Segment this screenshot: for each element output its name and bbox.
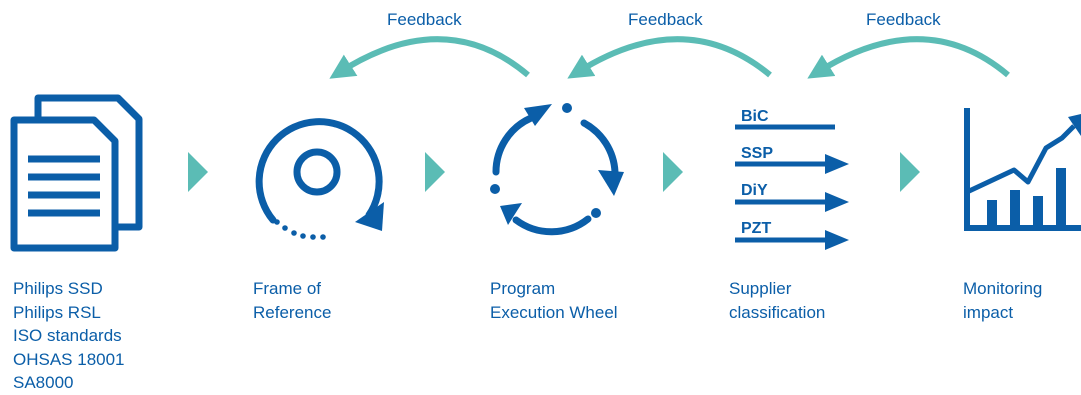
feedback-label-3: Feedback (866, 10, 941, 29)
input-ssd: Philips SSD (13, 279, 103, 298)
tag-bic: BiC (741, 108, 769, 125)
growth-chart-icon (964, 108, 1081, 231)
input-rsl: Philips RSL (13, 302, 101, 322)
feedback-arrow-1 (329, 36, 530, 79)
step-chevron-1 (188, 152, 208, 192)
tag-diy: DiY (741, 182, 768, 199)
cycle-arrows-icon (490, 103, 624, 236)
step-chevron-4 (900, 152, 920, 192)
step-label-inputs: Philips SSD Philips RSL ISO standards OH… (13, 277, 125, 395)
frame-line-1: Frame of (253, 279, 322, 298)
program-line-1: Program (490, 279, 556, 298)
supplier-line-1: Supplier (729, 279, 792, 298)
feedback-label-1: Feedback (387, 10, 462, 29)
monitoring-line-1: Monitoring (963, 279, 1043, 298)
step-label-supplier: Supplier classification (729, 277, 825, 324)
step-chevron-2 (425, 152, 445, 192)
input-sa8000: SA8000 (13, 373, 74, 392)
feedback-label-2: Feedback (628, 10, 703, 29)
tag-pzt: PZT (741, 220, 771, 237)
step-chevron-3 (663, 152, 683, 192)
step-label-frame: Frame of Reference (253, 277, 331, 324)
target-cycle-icon (255, 118, 384, 240)
program-line-2: Execution Wheel (490, 302, 618, 322)
input-iso: ISO standards (13, 326, 122, 345)
step-label-monitoring: Monitoring impact (963, 277, 1042, 324)
documents-icon (10, 94, 143, 252)
feedback-arrow-2 (567, 36, 772, 79)
feedback-arrow-3 (807, 36, 1010, 79)
input-ohsas: OHSAS 18001 (13, 349, 125, 369)
monitoring-line-2: impact (963, 302, 1014, 322)
supplier-line-2: classification (729, 302, 826, 322)
tag-ssp: SSP (741, 145, 773, 162)
frame-line-2: Reference (253, 302, 332, 322)
step-label-program: Program Execution Wheel (490, 277, 618, 324)
classification-arrows-icon: BiC SSP DiY PZT (735, 108, 849, 250)
